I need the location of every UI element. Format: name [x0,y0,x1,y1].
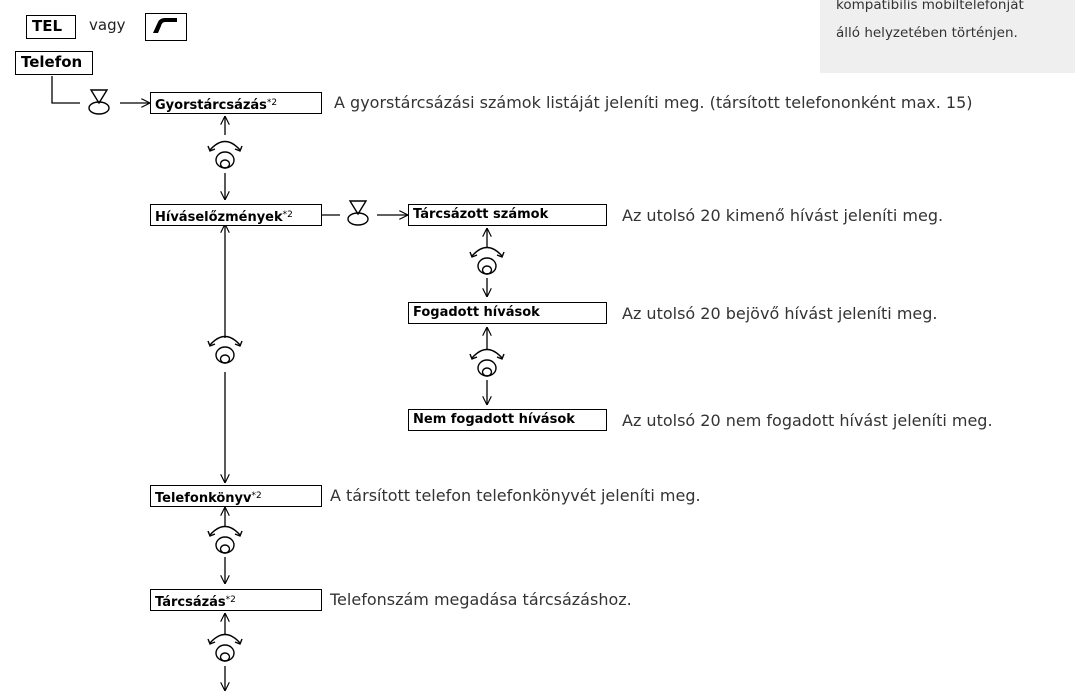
note-box: kompatibilis mobiltelefonját álló helyze… [820,0,1075,73]
submenu-item-received[interactable]: Fogadott hívások [408,302,607,324]
call-history-label: Híváselőzmények [155,210,283,225]
press-knob-icon [347,200,369,226]
menu-item-dial[interactable]: Tárcsázás*2 [150,589,322,611]
received-label: Fogadott hívások [413,305,540,320]
menu-item-speed-dial[interactable]: Gyorstárcsázás*2 [150,92,322,114]
footnote-marker: *2 [225,595,236,605]
rotate-knob-icon [207,140,243,169]
rotate-knob-icon [207,633,243,662]
footnote-marker: *2 [282,210,293,220]
missed-label: Nem fogadott hívások [413,412,575,427]
or-text: vagy [89,16,126,34]
dialed-description: Az utolsó 20 kimenő hívást jeleníti meg. [622,206,944,225]
note-line-1: kompatibilis mobiltelefonját [836,0,1024,13]
menu-item-call-history[interactable]: Híváselőzmények*2 [150,204,322,226]
speed-dial-label: Gyorstárcsázás [155,98,267,113]
footnote-marker: *2 [266,98,278,108]
phonebook-description: A társított telefon telefonkönyvét jelen… [330,486,701,505]
menu-item-phonebook[interactable]: Telefonkönyv*2 [150,485,322,507]
missed-description: Az utolsó 20 nem fogadott hívást jelenít… [622,411,993,430]
submenu-item-missed[interactable]: Nem fogadott hívások [408,409,607,431]
tel-key[interactable]: TEL [26,15,76,39]
phone-handset-icon [153,18,177,33]
speed-dial-description: A gyorstárcsázási számok listáját jelení… [334,93,973,112]
dial-label: Tárcsázás [155,595,226,610]
rotate-knob-icon [469,348,505,377]
received-description: Az utolsó 20 bejövő hívást jeleníti meg. [622,304,938,323]
submenu-item-dialed[interactable]: Tárcsázott számok [408,204,607,226]
rotate-knob-icon [207,335,243,364]
phonebook-label: Telefonkönyv [155,491,252,506]
dialed-label: Tárcsázott számok [413,207,549,222]
rotate-knob-icon [207,525,243,554]
rotate-knob-icon [469,246,505,275]
note-line-2: álló helyzetében történjen. [836,25,1018,41]
press-knob-icon [88,89,110,115]
telefon-key[interactable]: Telefon [15,51,93,75]
footnote-marker: *2 [251,491,262,501]
dial-description: Telefonszám megadása tárcsázáshoz. [330,590,632,609]
phone-button[interactable] [145,13,187,41]
